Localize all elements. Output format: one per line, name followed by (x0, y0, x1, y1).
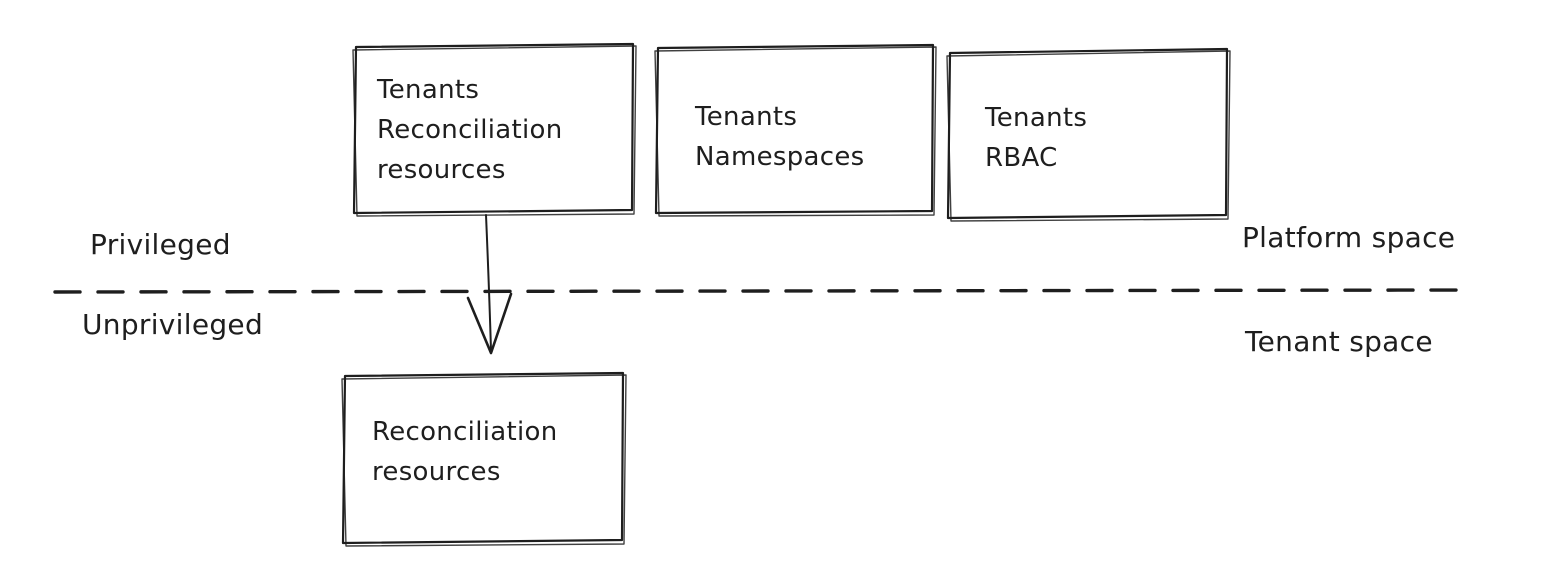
box-label-line: resources (372, 457, 501, 487)
box-reconciliation-resources-label: Reconciliation resources (372, 412, 557, 492)
box-tenants-namespaces-outline (654, 43, 937, 217)
box-reconciliation-resources-outline (341, 371, 627, 547)
box-label-line: Reconciliation (372, 417, 558, 447)
tenant-space-label: Tenant space (1245, 325, 1433, 358)
arrow-down (466, 214, 513, 355)
box-tenants-reconciliation-resources-label: Tenants Reconciliation resources (377, 70, 562, 190)
unprivileged-label: Unprivileged (82, 308, 264, 341)
box-label-line: Tenants (985, 103, 1088, 133)
box-label-line: RBAC (985, 143, 1058, 173)
privileged-label: Privileged (90, 228, 231, 261)
box-tenants-rbac-outline (946, 47, 1231, 222)
box-label-line: Tenants (377, 75, 480, 105)
box-tenants-namespaces-label: Tenants Namespaces (695, 97, 865, 177)
box-label-line: Namespaces (695, 142, 865, 172)
privilege-divider-dashed-line (53, 288, 1472, 294)
box-tenants-reconciliation-resources-outline (352, 42, 637, 217)
box-label-line: Reconciliation (377, 115, 563, 145)
box-label-line: resources (377, 155, 506, 185)
platform-space-label: Platform space (1242, 221, 1456, 254)
box-tenants-rbac-label: Tenants RBAC (985, 98, 1087, 178)
box-label-line: Tenants (695, 102, 798, 132)
